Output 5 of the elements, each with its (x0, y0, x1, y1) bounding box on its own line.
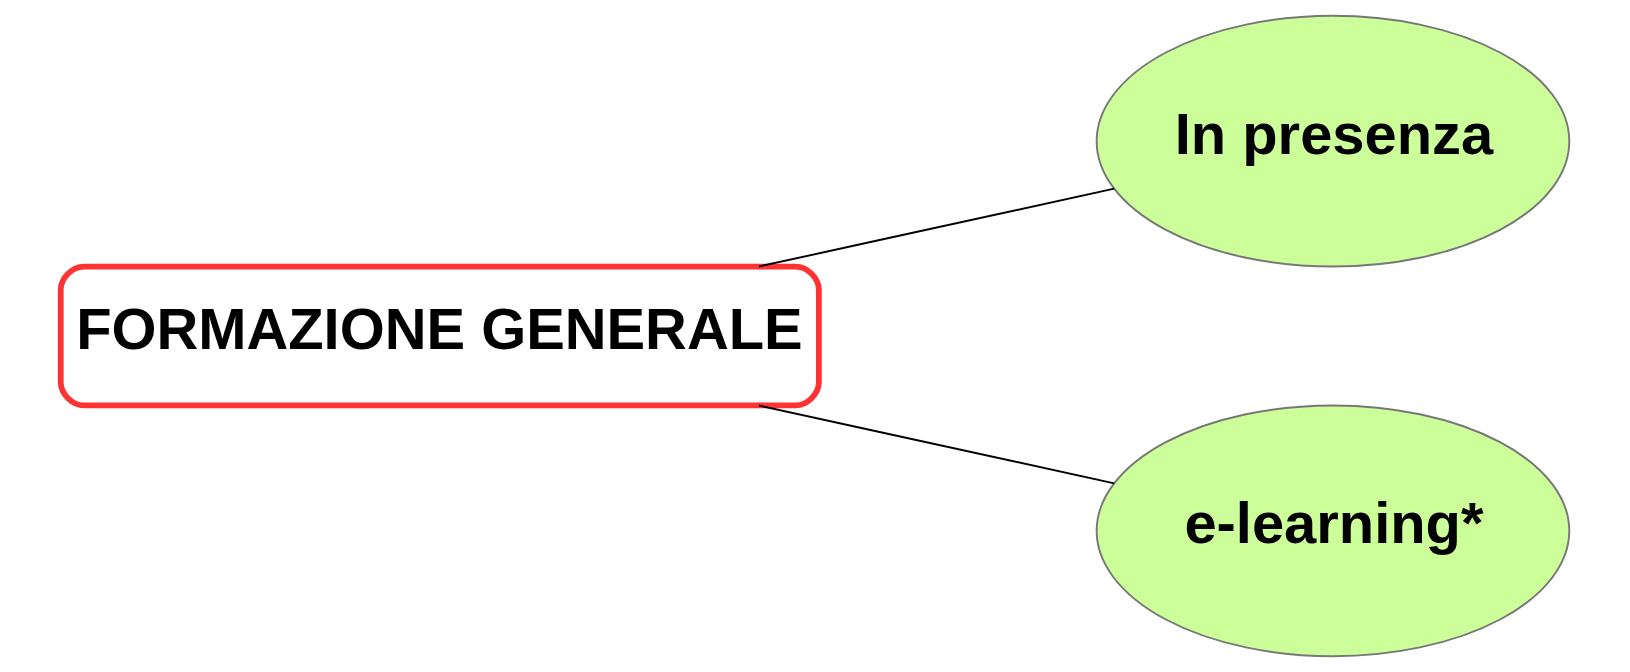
connector (758, 404, 1116, 485)
node-box: FORMAZIONE GENERALE (57, 263, 822, 409)
connector (758, 187, 1116, 268)
node-ellipse: In presenza (1095, 14, 1571, 268)
node-ellipse: e-learning* (1095, 404, 1571, 658)
